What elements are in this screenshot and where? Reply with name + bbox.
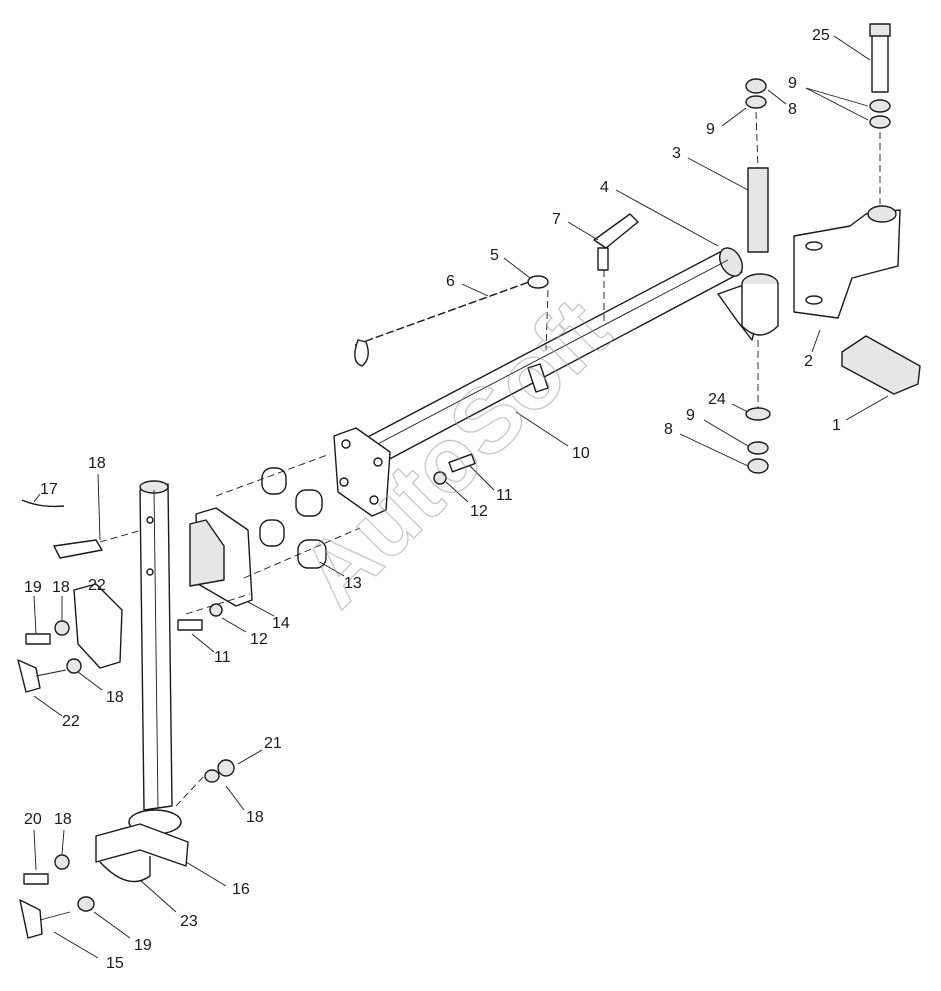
mounting-plate xyxy=(333,427,391,517)
label-22: 15 xyxy=(106,955,124,972)
label-16: 17 xyxy=(40,481,58,498)
label-22: 22 xyxy=(62,713,80,730)
label-2: 2 xyxy=(804,353,813,370)
side-bracket xyxy=(73,583,123,669)
label-23: 23 xyxy=(180,913,198,930)
label-6: 6 xyxy=(446,273,455,290)
leader-lines xyxy=(33,35,889,959)
label-21: 22 xyxy=(88,577,106,594)
label-15: 16 xyxy=(232,881,250,898)
label-18: 18 xyxy=(52,579,70,596)
clamp-lever xyxy=(593,213,639,271)
boom-tube xyxy=(361,247,779,463)
hinge-bracket xyxy=(793,205,901,319)
label-12: 12 xyxy=(250,631,268,648)
threaded-rod xyxy=(747,167,769,253)
part-labels: 25 9 8 9 3 4 7 5 6 2 1 24 9 8 10 11 12 1… xyxy=(24,27,841,972)
pin-and-clip xyxy=(21,499,103,559)
label-20: 21 xyxy=(264,735,282,752)
label-1: 1 xyxy=(832,417,841,434)
label-9: 9 xyxy=(686,407,695,424)
label-9: 9 xyxy=(788,75,797,92)
label-5: 5 xyxy=(490,247,499,264)
clamp-plate xyxy=(189,507,253,607)
label-19: 19 xyxy=(24,579,42,596)
label-8: 8 xyxy=(664,421,673,438)
vertical-post xyxy=(139,480,173,811)
label-9: 9 xyxy=(706,121,715,138)
label-7: 7 xyxy=(552,211,561,228)
label-8: 8 xyxy=(788,101,797,118)
label-3: 3 xyxy=(672,145,681,162)
label-10: 10 xyxy=(572,445,590,462)
base-plate xyxy=(841,335,921,395)
label-18: 18 xyxy=(54,811,72,828)
label-18: 18 xyxy=(106,689,124,706)
small-hardware xyxy=(23,453,476,912)
label-19: 20 xyxy=(24,811,42,828)
label-11: 11 xyxy=(496,487,513,504)
assembly-axes xyxy=(99,111,881,807)
label-25: 25 xyxy=(812,27,830,44)
label-12: 12 xyxy=(470,503,488,520)
label-18: 18 xyxy=(246,809,264,826)
lower-collar xyxy=(95,809,189,883)
chain xyxy=(354,275,549,367)
label-13: 13 xyxy=(344,575,362,592)
label-17: 18 xyxy=(88,455,106,472)
label-14: 14 xyxy=(272,615,290,632)
rubber-blocks xyxy=(259,467,327,569)
label-4: 4 xyxy=(600,179,609,196)
label-18: 19 xyxy=(134,937,152,954)
label-11: 11 xyxy=(214,649,231,666)
knob-handles xyxy=(17,659,71,939)
label-24: 24 xyxy=(708,391,726,408)
